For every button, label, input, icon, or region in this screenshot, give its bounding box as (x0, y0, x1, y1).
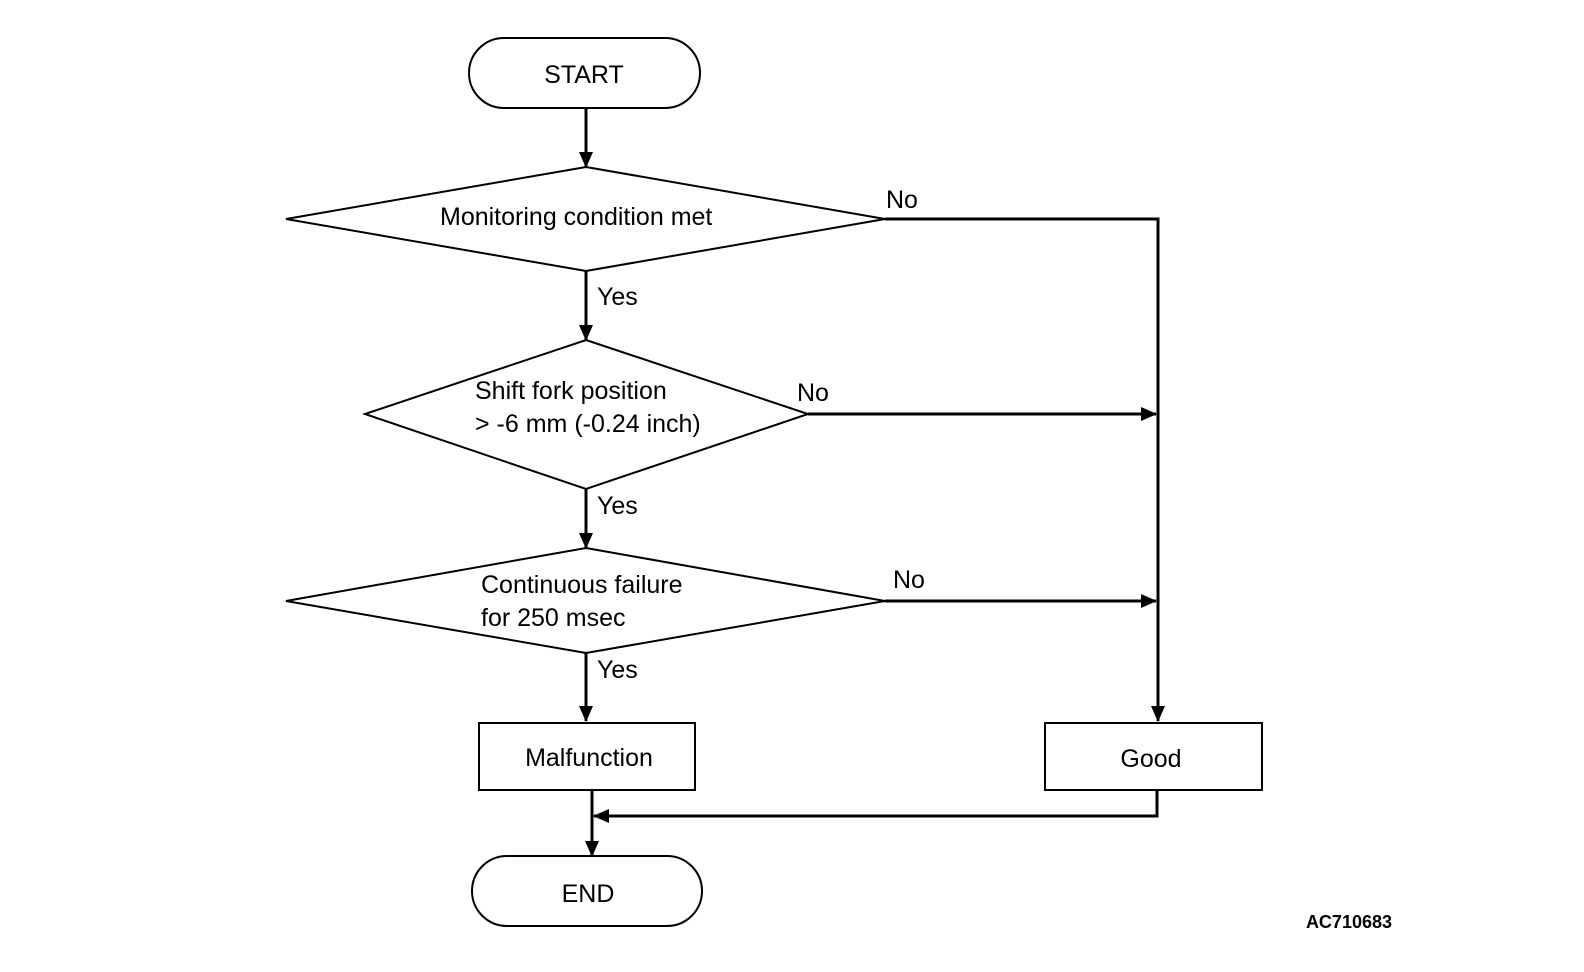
end-terminal (471, 855, 703, 927)
reference-code: AC710683 (1306, 912, 1392, 932)
decision3-label-line2: for 250 msec (481, 604, 626, 632)
decision1-yes-label: Yes (597, 283, 638, 311)
decision1-no-label: No (886, 186, 918, 214)
decision1-label: Monitoring condition met (440, 203, 712, 231)
malfunction-label: Malfunction (525, 744, 653, 772)
decision2-no-label: No (797, 379, 829, 407)
good-box (1044, 722, 1263, 791)
decision3-label-line1: Continuous failure (481, 571, 683, 599)
good-label: Good (1120, 745, 1181, 773)
decision2-label-line1: Shift fork position (475, 377, 667, 405)
decision3-yes-label: Yes (597, 656, 638, 684)
arrow-good-to-end (593, 790, 1159, 823)
arrow-decision1-no (885, 217, 1165, 722)
decision-continuous-failure (285, 546, 886, 655)
malfunction-box (478, 722, 696, 791)
start-label: START (544, 61, 624, 89)
decision3-no-label: No (893, 566, 925, 594)
end-label: END (562, 880, 615, 908)
decision2-yes-label: Yes (597, 492, 638, 520)
decision2-label-line2: > -6 mm (-0.24 inch) (475, 410, 701, 438)
